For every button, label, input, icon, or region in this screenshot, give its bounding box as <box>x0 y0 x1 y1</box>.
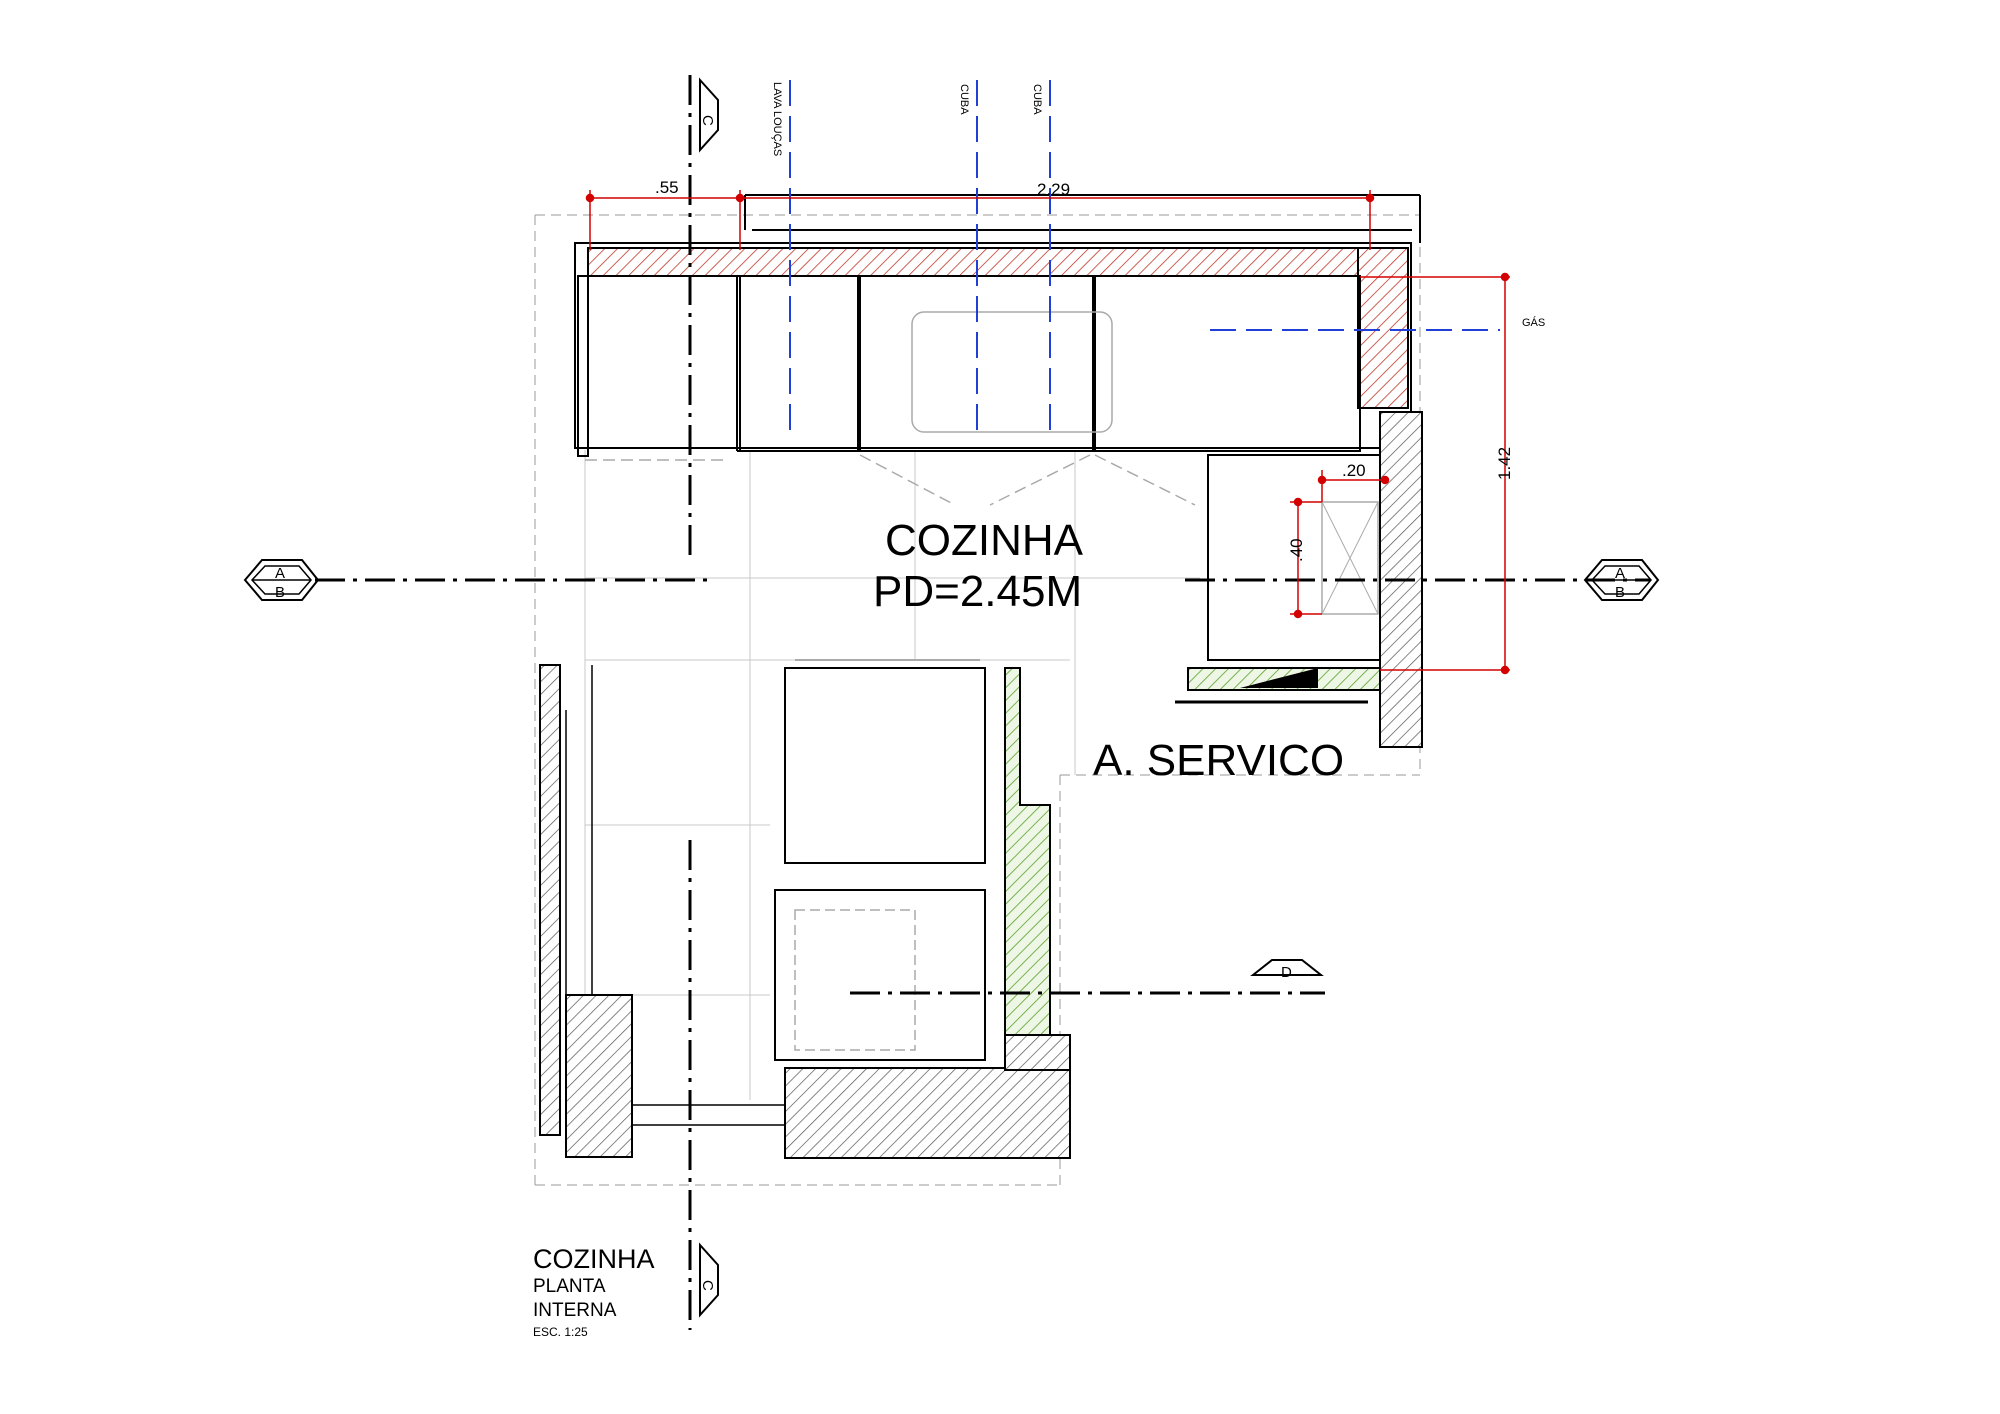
washer-drum <box>1321 501 1379 615</box>
title-block-line3: INTERNA <box>533 1300 617 1321</box>
section-marker-ab-left: A B <box>243 559 320 601</box>
section-label-c-bottom: C <box>699 1280 716 1291</box>
green-partition <box>1004 667 1051 1036</box>
door-swing-lines <box>585 454 1196 506</box>
ledge-triangle <box>1240 668 1318 688</box>
red-wall-top <box>587 247 1409 277</box>
gray-wall-bottom <box>784 1067 1071 1159</box>
oven-inner <box>794 909 916 1051</box>
room-ceiling-height: PD=2.45M <box>873 567 1082 616</box>
washer-x2 <box>1321 501 1379 615</box>
outline-dashed <box>534 214 1421 1186</box>
fixture-label-sink1: CUBA <box>958 84 970 115</box>
section-label-b-right: B <box>1615 584 1625 601</box>
section-label-a-right: A <box>1615 565 1625 582</box>
dim-label-229: 2.29 <box>1037 180 1070 199</box>
oven-box <box>774 889 986 1061</box>
fridge <box>784 667 986 864</box>
sink-outline <box>911 311 1113 433</box>
section-label-d: D <box>1281 964 1292 981</box>
dim-label-142: 1.42 <box>1495 447 1514 480</box>
floor-tile-grid <box>584 450 1200 1100</box>
section-label-a-left: A <box>275 565 285 582</box>
section-marker-d: D <box>1250 959 1324 981</box>
fixture-label-sink2: CUBA <box>1031 84 1043 115</box>
gray-wall-left <box>539 664 561 1136</box>
red-wall-right <box>1357 247 1409 409</box>
fixture-label-dishwasher: LAVA LOUÇAS <box>771 82 783 156</box>
title-block-scale: ESC. 1:25 <box>533 1325 588 1339</box>
window-frame <box>559 665 785 1126</box>
dim-label-020: .20 <box>1342 461 1366 480</box>
washer-box <box>1207 454 1381 661</box>
section-label-b-left: B <box>275 584 285 601</box>
base-cabinets <box>577 275 1361 457</box>
pipe-lines <box>789 80 1500 430</box>
fixture-label-gas: GÁS <box>1522 316 1545 329</box>
counter-top <box>574 194 1421 449</box>
section-label-c-top: C <box>699 115 716 126</box>
dim-label-040: .40 <box>1287 538 1306 562</box>
title-block-line2: PLANTA <box>533 1276 606 1297</box>
section-marker-c-bottom: C <box>699 1242 719 1318</box>
title-block-name: COZINHA <box>533 1244 655 1274</box>
gray-wall-left-lower <box>565 994 633 1158</box>
service-area-name: A. SERVICO <box>1093 736 1344 785</box>
dim-label-055: .55 <box>655 178 679 197</box>
gray-wall-bottom-step <box>1004 1034 1071 1071</box>
section-marker-ab-right: A B <box>1583 559 1660 601</box>
section-marker-c-top: C <box>699 77 719 153</box>
dimension-lines <box>585 190 1510 675</box>
room-name: COZINHA <box>885 516 1084 565</box>
